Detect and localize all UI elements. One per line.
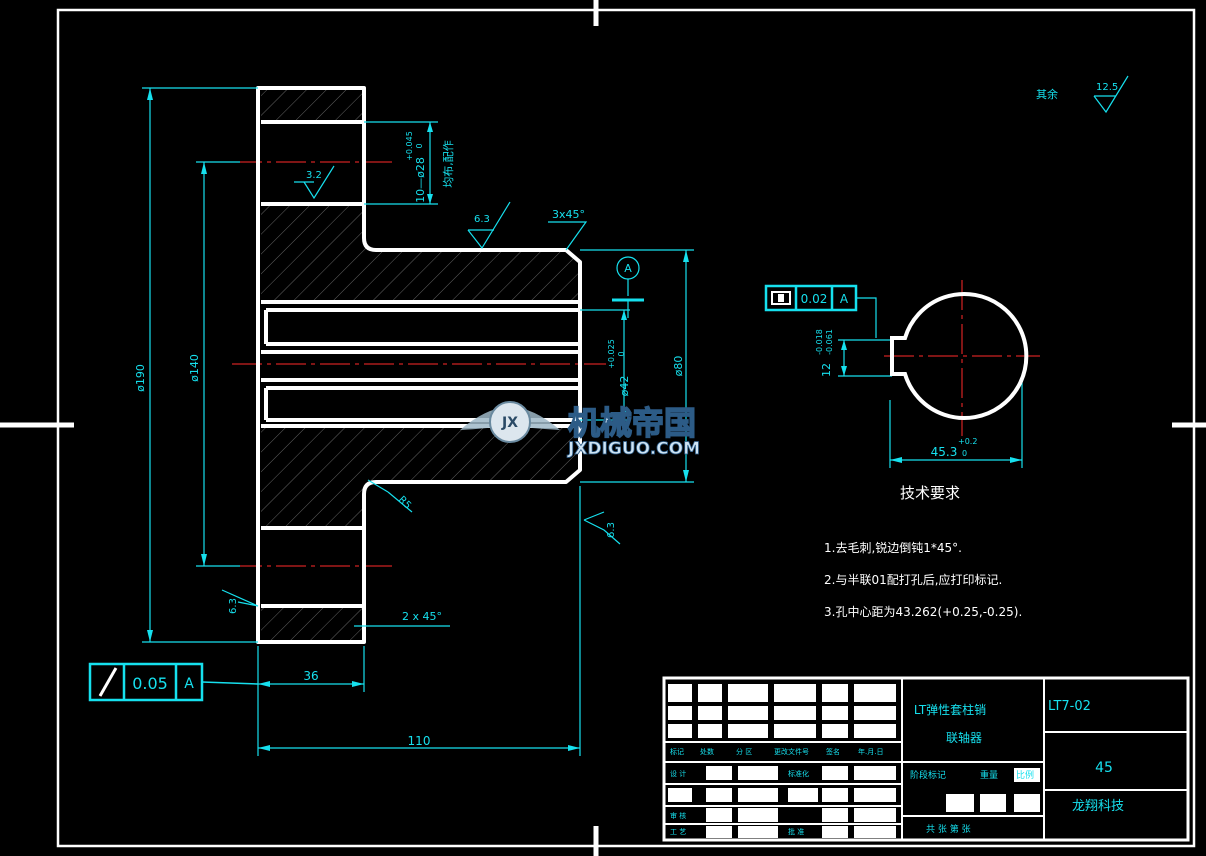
keyway-section-view xyxy=(890,292,1029,420)
tech-req-item-2: 2.与半联01配打孔后,应打印标记. xyxy=(824,572,1002,587)
tb-material: 45 xyxy=(1095,760,1113,776)
dim-keyway-depth-tol-upper: +0.2 xyxy=(958,437,977,446)
dim-holes-tol-upper: +0.045 xyxy=(405,131,414,161)
dimension-arrows xyxy=(147,88,1022,751)
dim-keyway-tol-lower: -0.061 xyxy=(825,329,834,355)
dim-d42-tol-lower: 0 xyxy=(617,351,626,356)
tb-gongzhang: 共 张 第 张 xyxy=(926,823,971,835)
roughness-rest-label: 其余 xyxy=(1036,87,1058,101)
watermark-badge: JX xyxy=(501,415,518,431)
datum-a-label: A xyxy=(624,262,632,275)
gdt-texts: A 0.05 A 0.02 A xyxy=(132,262,849,693)
gdt-glyphs xyxy=(98,291,791,697)
dim-d190: ø190 xyxy=(134,364,147,392)
dim-keyway-depth: 45.3 xyxy=(931,445,958,459)
dim-keyway-depth-tol-lower: 0 xyxy=(962,449,967,458)
dim-chamfer-bottom: 2 x 45° xyxy=(402,610,442,623)
section-hatching xyxy=(261,90,578,642)
roughness-symbols xyxy=(221,75,1129,607)
tb-qianming: 签名 xyxy=(826,747,840,756)
technical-requirements: 技术要求 1.去毛刺,锐边倒钝1*45°. 2.与半联01配打孔后,应打印标记.… xyxy=(824,484,1022,619)
tech-req-item-1: 1.去毛刺,锐边倒钝1*45°. xyxy=(824,541,962,555)
watermark-cn: 机械帝国 xyxy=(568,404,696,442)
dim-len110: 110 xyxy=(408,734,431,748)
roughness-6-3-a: 6.3 xyxy=(474,214,490,225)
dimension-lines xyxy=(88,87,1023,756)
dim-holes-note: 均布,配作 xyxy=(442,140,455,188)
runout-value: 0.05 xyxy=(132,674,168,693)
dim-holes-tol-lower: 0 xyxy=(415,143,424,148)
tb-biaozhunhua: 标准化 xyxy=(788,769,809,778)
roughness-6-3-c: 6.3 xyxy=(228,598,239,614)
dim-radius: R5 xyxy=(396,494,413,511)
tb-name-line2: 联轴器 xyxy=(946,730,982,745)
tb-fenqu: 分 区 xyxy=(736,747,752,756)
roughness-3-2: 3.2 xyxy=(306,170,322,181)
tb-pizhun: 批 准 xyxy=(788,827,804,836)
tb-name-line1: LT弹性套柱销 xyxy=(914,702,986,717)
tb-nianyueri: 年.月.日 xyxy=(858,747,883,756)
watermark-en: JXDIGUO.COM xyxy=(567,439,700,459)
roughness-rest-value: 12.5 xyxy=(1096,82,1118,93)
dim-d42-tol-upper: +0.025 xyxy=(607,339,616,369)
dim-d42: ø42 xyxy=(618,376,631,397)
dim-len36: 36 xyxy=(303,669,318,683)
tb-code: LT7-02 xyxy=(1048,699,1091,714)
title-block: 标记 处数 分 区 更改文件号 签名 年.月.日 设 计 标准化 审 核 工 艺… xyxy=(662,676,1190,842)
tb-gongyi: 工 艺 xyxy=(670,828,686,836)
dim-chamfer-top: 3x45° xyxy=(552,208,585,221)
symmetry-datum: A xyxy=(840,292,849,306)
runout-datum: A xyxy=(184,676,194,692)
dim-keyway-width: 12 xyxy=(820,363,833,377)
tech-req-title: 技术要求 xyxy=(900,484,960,502)
dim-holes: 10—ø28 xyxy=(414,157,427,203)
roughness-texts: 3.2 6.3 6.3 6.3 其余 12.5 xyxy=(228,82,1118,614)
tech-req-item-3: 3.孔中心距为43.262(+0.25,-0.25). xyxy=(824,604,1022,619)
tb-shenhe: 审 核 xyxy=(670,811,686,820)
tb-gengwen: 更改文件号 xyxy=(774,747,809,756)
symmetry-value: 0.02 xyxy=(801,292,828,306)
roughness-6-3-b: 6.3 xyxy=(606,522,617,538)
dim-d80: ø80 xyxy=(672,356,685,377)
tb-zhongliang: 重量 xyxy=(980,769,998,781)
tb-bili: 比例 xyxy=(1016,769,1034,781)
dim-d140: ø140 xyxy=(188,354,201,382)
tb-jieduan: 阶段标记 xyxy=(910,769,946,781)
dim-keyway-tol-upper: -0.018 xyxy=(815,329,824,355)
tb-sheji: 设 计 xyxy=(670,769,686,778)
watermark: JX 机械帝国 JXDIGUO.COM xyxy=(460,401,700,459)
tb-company: 龙翔科技 xyxy=(1072,799,1124,814)
tb-chushu: 处数 xyxy=(700,747,714,756)
tb-biaoji: 标记 xyxy=(670,747,684,756)
